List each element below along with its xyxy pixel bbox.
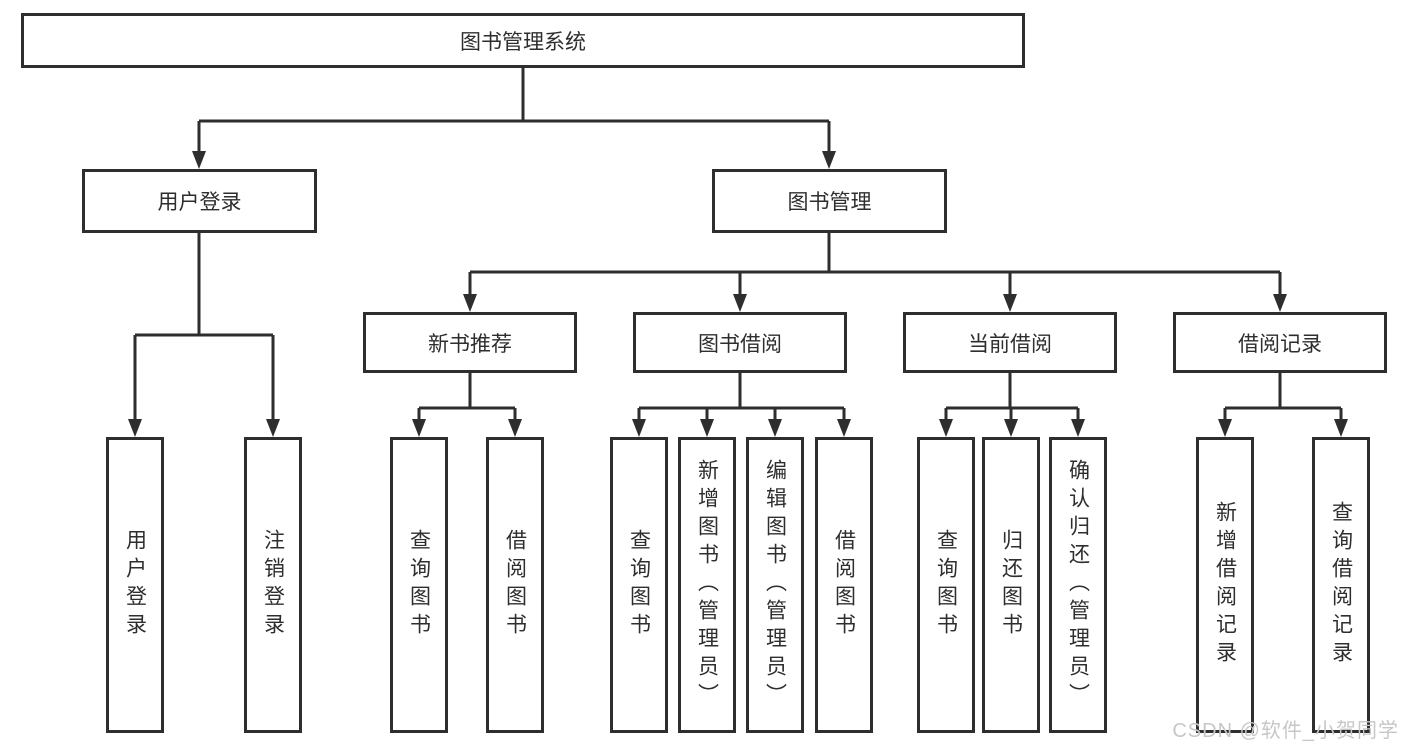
leaf-borrowing-borrow-books: 借阅图书 — [815, 437, 873, 733]
node-label: 新书推荐 — [428, 332, 512, 356]
leaf-label: 借阅图书 — [832, 529, 856, 641]
leaf-label: 新增图书（管理员） — [695, 459, 719, 711]
leaf-label: 查询图书 — [627, 529, 651, 641]
leaf-label: 查询借阅记录 — [1329, 501, 1353, 669]
leaf-query-borrow-record: 查询借阅记录 — [1312, 437, 1370, 733]
leaf-label: 注销登录 — [261, 529, 285, 641]
leaf-label: 用户登录 — [123, 529, 147, 641]
leaf-newrec-query-books: 查询图书 — [390, 437, 448, 733]
leaf-label: 借阅图书 — [503, 529, 527, 641]
arrowheads — [128, 151, 1348, 437]
leaf-label: 归还图书 — [999, 529, 1023, 641]
leaf-add-book-admin: 新增图书（管理员） — [678, 437, 736, 733]
leaf-label: 查询图书 — [407, 529, 431, 641]
node-label: 当前借阅 — [968, 332, 1052, 356]
leaf-user-login: 用户登录 — [106, 437, 164, 733]
node-label: 借阅记录 — [1238, 332, 1322, 356]
csdn-watermark: CSDN @软件_小贺同学 — [1172, 720, 1399, 742]
node-current-borrowing: 当前借阅 — [903, 312, 1117, 373]
node-new-book-recommend: 新书推荐 — [363, 312, 577, 373]
node-label: 用户登录 — [157, 191, 242, 214]
leaf-borrowing-query-books: 查询图书 — [610, 437, 668, 733]
leaf-label: 确认归还（管理员） — [1066, 459, 1090, 711]
node-book-management: 图书管理 — [712, 169, 947, 233]
leaf-return-books: 归还图书 — [982, 437, 1040, 733]
node-label: 图书管理 — [787, 191, 872, 214]
leaf-label: 编辑图书（管理员） — [763, 459, 787, 711]
leaf-edit-book-admin: 编辑图书（管理员） — [746, 437, 804, 733]
leaf-newrec-borrow-books: 借阅图书 — [486, 437, 544, 733]
node-book-borrowing: 图书借阅 — [633, 312, 847, 373]
leaf-label: 新增借阅记录 — [1213, 501, 1237, 669]
leaf-label: 查询图书 — [934, 529, 958, 641]
leaf-confirm-return-admin: 确认归还（管理员） — [1049, 437, 1107, 733]
node-label: 图书借阅 — [698, 332, 782, 356]
node-user-login-branch: 用户登录 — [82, 169, 317, 233]
leaf-add-borrow-record: 新增借阅记录 — [1196, 437, 1254, 733]
node-label: 图书管理系统 — [460, 30, 586, 54]
leaf-current-query-books: 查询图书 — [917, 437, 975, 733]
node-borrowing-records: 借阅记录 — [1173, 312, 1387, 373]
leaf-logout: 注销登录 — [244, 437, 302, 733]
node-library-management-system: 图书管理系统 — [21, 13, 1025, 68]
